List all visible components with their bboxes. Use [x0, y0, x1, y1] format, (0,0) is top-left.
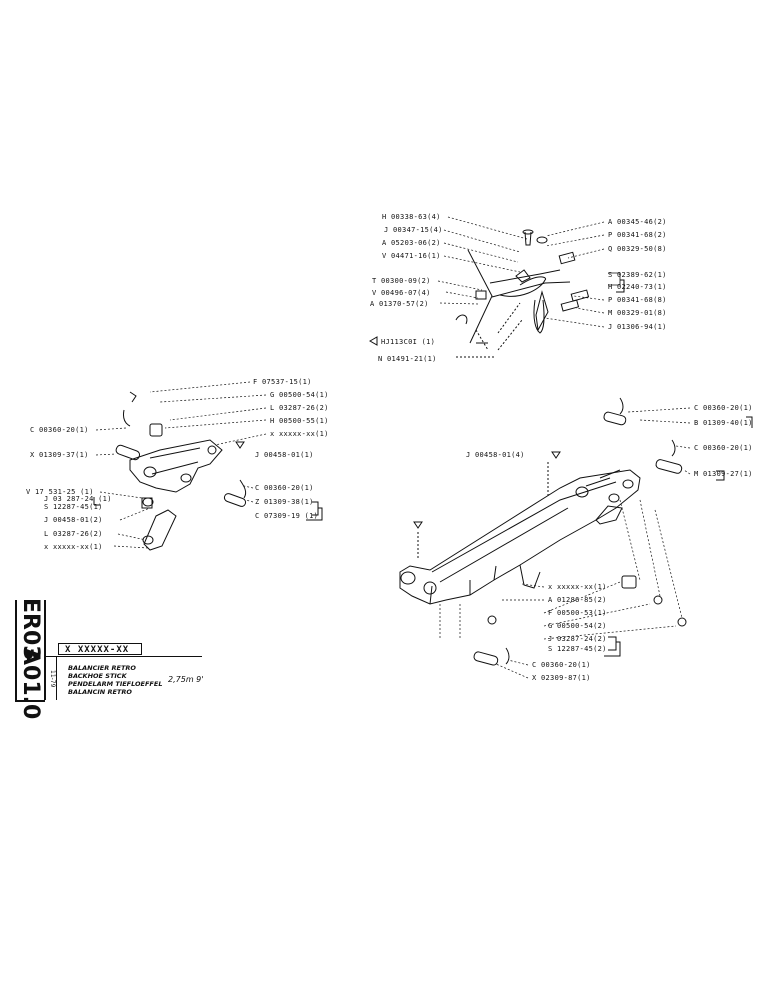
part-label: S 12287-45(2)	[548, 645, 607, 653]
part-label: G 00500-54(2)	[548, 622, 607, 630]
part-label: P 00341-68(2)	[608, 231, 667, 239]
part-label: X 01309-37(1)	[30, 451, 89, 459]
part-label: C 00360-20(1)	[30, 426, 89, 434]
part-label: A 01286-85(2)	[548, 596, 607, 604]
part-label: T 00300-09(2)	[372, 277, 431, 285]
part-label: x xxxxx-xx(1)	[44, 543, 103, 551]
part-label: J 00458-01(4)	[466, 451, 525, 459]
top-assembly-drawing	[437, 216, 625, 358]
part-label: x xxxxx-xx(1)	[270, 430, 329, 438]
part-label: S 02389-62(1)	[608, 271, 667, 279]
revision-date: 11-79	[49, 670, 56, 688]
part-label: Z 01309-38(1)	[255, 498, 314, 506]
part-label: x xxxxx-xx(1)	[548, 583, 607, 591]
part-label: M 00329-01(8)	[608, 309, 667, 317]
title-de: PENDELARM TIEFLOEFFEL	[68, 680, 163, 688]
part-label: Q 00329-50(8)	[608, 245, 667, 253]
right-assembly-drawing	[399, 397, 753, 679]
part-label: C 07309-19 (1)	[255, 512, 319, 520]
part-label: C 00360-20(1)	[532, 661, 591, 669]
part-label: M 01309-27(1)	[694, 470, 753, 478]
part-label: V 04471-16(1)	[382, 252, 441, 260]
part-label: C 00360-20(1)	[255, 484, 314, 492]
part-label: A 00345-46(2)	[608, 218, 667, 226]
stick-spec: 2,75m 9'	[168, 675, 204, 684]
part-label: J 00458-01(1)	[255, 451, 314, 459]
part-label: N 01491-21(1)	[378, 355, 437, 363]
left-assembly-drawing	[93, 381, 323, 551]
title-es: BALANCIN RETRO	[68, 688, 132, 696]
part-label: J 03 287-24 (1)	[44, 495, 112, 503]
part-label: P 00341-68(8)	[608, 296, 667, 304]
part-label: L 03287-26(2)	[270, 404, 329, 412]
reference-label: HJ113C0I (1)	[381, 338, 436, 346]
title-fr: BALANCIER RETRO	[68, 664, 136, 672]
part-label: J 01306-94(1)	[608, 323, 667, 331]
part-label: G 00500-54(1)	[270, 391, 329, 399]
document-id: ER03 A01.0	[17, 598, 47, 719]
part-label: J 03287-24(2)	[548, 635, 607, 643]
document-id-suffix: A01.0	[18, 648, 43, 720]
part-label: H 00500-55(1)	[270, 417, 329, 425]
title-names: BALANCIER RETRO BACKHOE STICK PENDELARM …	[68, 664, 162, 696]
part-label: S 12287-45(1)	[44, 503, 103, 511]
part-label: A 01370-57(2)	[370, 300, 429, 308]
part-label: H 02240-73(1)	[608, 283, 667, 291]
part-label: X 02309-87(1)	[532, 674, 591, 682]
part-label: B 01309-40(1)	[694, 419, 753, 427]
part-label: A 05203-06(2)	[382, 239, 441, 247]
part-label: C 00360-20(1)	[694, 444, 753, 452]
part-label: V 17 531-25 (1)	[26, 488, 94, 496]
part-label: V 00496-07(4)	[372, 289, 431, 297]
part-label: F 07537-15(1)	[253, 378, 312, 386]
part-label: J 00458-01(2)	[44, 516, 103, 524]
title-en: BACKHOE STICK	[68, 672, 127, 680]
reference-arrow-icon	[368, 336, 378, 346]
part-label: J 00347-15(4)	[384, 226, 443, 234]
part-label: H 00338-63(4)	[382, 213, 441, 221]
part-code-box: X XXXXX-XX	[58, 643, 142, 655]
part-label: F 00500-53(1)	[548, 609, 607, 617]
part-label: L 03287-26(2)	[44, 530, 103, 538]
part-label: C 00360-20(1)	[694, 404, 753, 412]
